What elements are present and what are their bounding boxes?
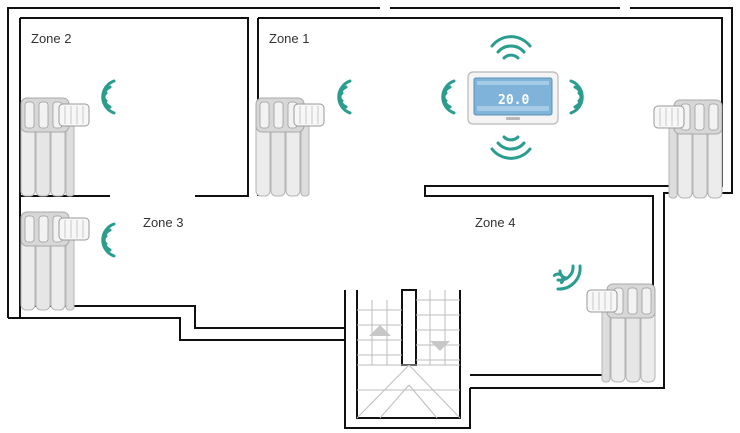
stair-wall [344, 290, 471, 429]
zone-4-label: Zone 4 [475, 215, 515, 230]
radiator-zone-4-icon [586, 283, 656, 383]
radiator-zone-1-right-icon [653, 99, 723, 199]
wall-bottom-left [8, 317, 345, 341]
thermostat-display: 20.0 [498, 93, 529, 108]
radiator-zone-3-icon [20, 211, 90, 311]
wall-zone3-inner [19, 200, 345, 329]
stair-up-arrow [369, 325, 391, 336]
radiator-zone-1-icon [255, 97, 325, 197]
thermostat-signal-left [441, 79, 456, 115]
signal-zone-2-icon [101, 79, 116, 115]
stair-wall-inner [356, 290, 461, 419]
zone-3-label: Zone 3 [143, 215, 183, 230]
signal-zone-1-icon [337, 79, 352, 115]
stair-down-arrow [430, 341, 450, 351]
signal-zone-4-waves [556, 264, 582, 291]
thermostat-signal-right [569, 79, 584, 115]
radiator-zone-2-icon [20, 97, 90, 197]
zone-1-label: Zone 1 [269, 31, 309, 46]
stair-divider [401, 289, 417, 366]
thermostat-signal-bottom [490, 135, 532, 160]
thermostat-signal-top [490, 35, 532, 60]
staircase [356, 290, 461, 419]
thermostat-icon: 20.0 [467, 71, 559, 125]
zone-2-label: Zone 2 [31, 31, 71, 46]
signal-zone-3-icon [101, 222, 116, 258]
